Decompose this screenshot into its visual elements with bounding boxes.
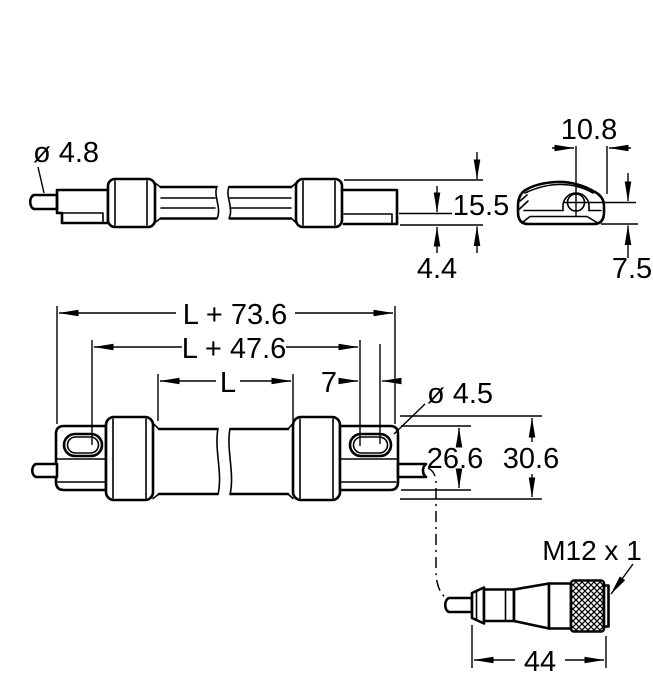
dim-slot-travel-label: 7 bbox=[321, 367, 337, 399]
plan-body bbox=[152, 422, 294, 500]
dim-connector-length: 44 bbox=[471, 625, 607, 678]
connector-cable bbox=[443, 596, 474, 614]
connector-bell bbox=[470, 586, 486, 625]
side-view-right-cap bbox=[340, 188, 399, 226]
dim-slot-travel: 7 bbox=[321, 344, 402, 444]
side-view-right-clamp bbox=[294, 177, 344, 229]
break-line-right bbox=[228, 427, 233, 496]
dim-plan-overall-height: 30.6 bbox=[400, 415, 559, 500]
dim-overall-length-label: L + 73.6 bbox=[183, 299, 288, 331]
plan-right-cable bbox=[396, 462, 428, 479]
break-line-left bbox=[215, 185, 220, 220]
dim-thread: M12 x 1 bbox=[542, 535, 642, 595]
connector-knurled-nut bbox=[569, 579, 606, 633]
connector-body bbox=[547, 582, 573, 630]
dim-bracket-height-label: 26.6 bbox=[427, 443, 483, 475]
connector-view: M12 x 1 44 bbox=[443, 535, 642, 678]
dim-overall-length: L + 73.6 bbox=[56, 299, 396, 424]
side-view-left-cap bbox=[55, 188, 110, 225]
side-view-body bbox=[154, 182, 297, 224]
end-view-base-line bbox=[522, 215, 598, 224]
dim-slot-center-distance-label: L + 47.6 bbox=[182, 333, 287, 365]
dim-slot-width: ø 4.5 bbox=[393, 378, 493, 435]
end-view: 10.8 7.5 bbox=[516, 114, 652, 285]
dim-side-heights: 15.5 4.4 bbox=[344, 152, 509, 285]
plan-left-cable bbox=[30, 462, 59, 479]
end-view-inner-arc bbox=[524, 183, 594, 194]
dim-hole-center-height-label: 7.5 bbox=[612, 253, 652, 285]
dim-slot-center-distance: L + 47.6 bbox=[91, 333, 361, 446]
plan-right-tab bbox=[338, 424, 400, 492]
dim-thread-label: M12 x 1 bbox=[542, 535, 642, 566]
plan-right-clamp bbox=[291, 415, 342, 502]
plan-right-slot bbox=[348, 432, 393, 458]
connector-end-ring bbox=[602, 584, 610, 628]
dim-bracket-height: 26.6 bbox=[401, 425, 483, 491]
dim-hole-offset-label: 10.8 bbox=[561, 114, 617, 146]
dim-overall-height-label: 15.5 bbox=[453, 190, 509, 222]
dim-profile-length-label: L bbox=[220, 367, 236, 399]
leader-cable-diameter bbox=[37, 166, 45, 194]
break-line-right bbox=[227, 185, 232, 220]
end-view-chamfer-hatch bbox=[518, 194, 529, 210]
dim-cable-diameter-label: ø 4.8 bbox=[33, 137, 99, 169]
side-view: ø 4.8 15.5 4.4 bbox=[28, 137, 509, 285]
plan-left-tab bbox=[54, 424, 108, 492]
plan-left-slot bbox=[62, 432, 104, 458]
dim-plan-overall-height-label: 30.6 bbox=[503, 443, 559, 475]
end-view-outline bbox=[516, 180, 606, 226]
side-view-cable bbox=[28, 193, 59, 211]
dim-base-height-label: 4.4 bbox=[417, 253, 457, 285]
dim-profile-length: L bbox=[157, 367, 294, 421]
plan-view: L + 73.6 L + 47.6 L 7 ø 4.5 bbox=[30, 299, 559, 502]
center-line bbox=[427, 467, 448, 600]
side-view-right-cap-lip bbox=[343, 213, 393, 225]
connector-cone bbox=[512, 582, 551, 630]
dim-hole-offset: 10.8 bbox=[552, 114, 631, 216]
connector-barrel bbox=[482, 588, 516, 623]
dim-hole-center-height: 7.5 bbox=[563, 173, 652, 285]
break-line-left bbox=[216, 427, 221, 496]
plan-left-clamp bbox=[104, 415, 155, 502]
side-view-left-cap-lip bbox=[56, 212, 104, 224]
dim-connector-length-label: 44 bbox=[524, 646, 556, 678]
dim-slot-width-label: ø 4.5 bbox=[427, 378, 493, 410]
side-view-left-clamp bbox=[106, 177, 157, 229]
